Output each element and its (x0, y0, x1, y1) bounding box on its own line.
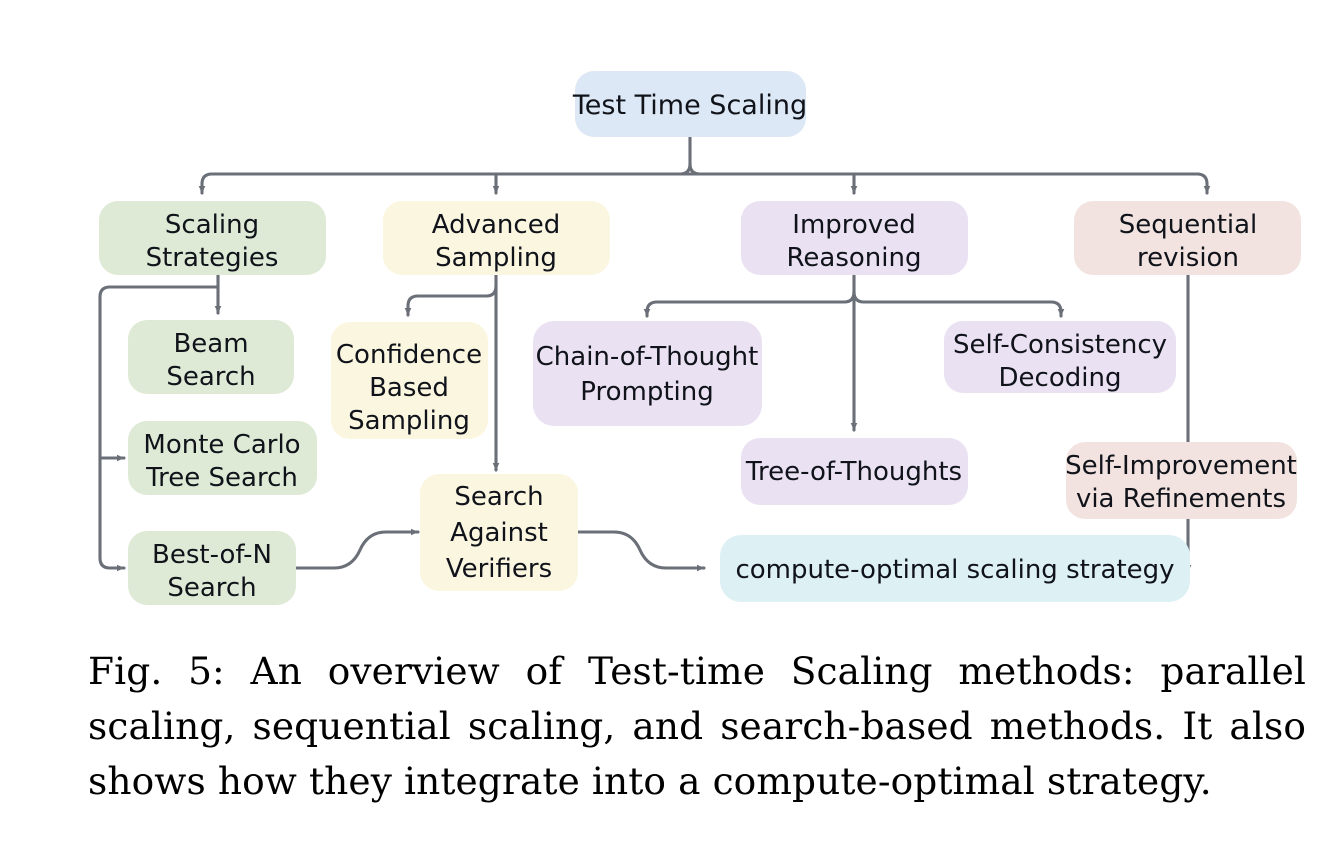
node-search-against-verifiers[interactable]: Search Against Verifiers (420, 474, 578, 591)
node-label-beam-search-line2: Search (166, 362, 255, 392)
node-compute-optimal-scaling-strategy[interactable]: compute-optimal scaling strategy (720, 535, 1190, 602)
node-beam-search[interactable]: Beam Search (128, 320, 294, 394)
node-label-advanced-sampling-line2: Sampling (435, 243, 557, 273)
node-label-confidence-line2: Based (369, 373, 449, 403)
edge-to-self-consistency-decoding (852, 290, 1065, 318)
node-label-confidence-line1: Confidence (336, 340, 482, 370)
node-label-best-of-n-line1: Best-of-N (152, 540, 272, 570)
node-sequential-revision[interactable]: Sequential revision (1074, 201, 1301, 275)
node-label-beam-search-line1: Beam (173, 329, 248, 359)
node-self-improvement-via-refinements[interactable]: Self-Improvement via Refinements (1065, 442, 1297, 519)
connector-group (98, 135, 1211, 574)
node-label-tree-of-thoughts: Tree-of-Thoughts (745, 457, 962, 487)
node-improved-reasoning[interactable]: Improved Reasoning (741, 201, 968, 275)
node-chain-of-thought-prompting[interactable]: Chain-of-Thought Prompting (533, 321, 762, 426)
node-label-improved-reasoning-line1: Improved (792, 210, 915, 240)
node-label-test-time-scaling: Test Time Scaling (572, 90, 807, 121)
node-label-self-improvement-line1: Self-Improvement (1065, 451, 1297, 481)
node-label-compute-optimal: compute-optimal scaling strategy (735, 555, 1174, 585)
edge-to-scaling-strategies (198, 172, 214, 195)
edge-scaling-left-trunk (98, 285, 220, 572)
edge-verifiers-to-outcome (576, 530, 706, 572)
node-advanced-sampling[interactable]: Advanced Sampling (383, 201, 610, 275)
node-label-best-of-n-line2: Search (167, 573, 256, 603)
figure-caption-text: Fig. 5: An overview of Test-time Scaling… (88, 649, 1306, 803)
node-tree-of-thoughts[interactable]: Tree-of-Thoughts (741, 438, 968, 505)
node-label-sequential-revision-line2: revision (1137, 243, 1239, 273)
node-label-sequential-revision-line1: Sequential (1119, 210, 1258, 240)
node-self-consistency-decoding[interactable]: Self-Consistency Decoding (944, 321, 1176, 393)
node-label-self-consistency-line2: Decoding (999, 363, 1122, 393)
node-label-monte-carlo-line1: Monte Carlo (143, 430, 300, 460)
node-label-improved-reasoning-line2: Reasoning (787, 243, 922, 273)
edge-to-sequential-revision (1195, 172, 1211, 195)
node-label-cot-line2: Prompting (580, 377, 713, 407)
node-label-verifiers-line3: Verifiers (446, 554, 552, 584)
node-label-verifiers-line2: Against (450, 518, 548, 548)
edge-to-chain-of-thought-prompting (643, 290, 856, 318)
edge-root-bus-right-corner (688, 162, 702, 176)
node-label-self-consistency-line1: Self-Consistency (953, 330, 1167, 360)
node-label-self-improvement-line2: via Refinements (1076, 484, 1286, 514)
edge-best-of-n-to-verifiers (294, 528, 420, 570)
node-monte-carlo-tree-search[interactable]: Monte Carlo Tree Search (128, 421, 317, 495)
node-test-time-scaling[interactable]: Test Time Scaling (572, 71, 807, 137)
node-label-verifiers-line1: Search (454, 482, 543, 512)
node-label-monte-carlo-line2: Tree Search (145, 463, 298, 493)
node-label-scaling-strategies-line1: Scaling (165, 210, 259, 240)
node-label-confidence-line3: Sampling (348, 406, 470, 436)
edge-to-confidence-based-sampling (404, 284, 498, 317)
node-label-scaling-strategies-line2: Strategies (146, 243, 279, 273)
figure-caption: Fig. 5: An overview of Test-time Scaling… (88, 644, 1306, 809)
node-scaling-strategies[interactable]: Scaling Strategies (99, 201, 326, 275)
node-confidence-based-sampling[interactable]: Confidence Based Sampling (331, 322, 488, 439)
edge-root-bus-left-corner (678, 162, 692, 176)
node-label-cot-line1: Chain-of-Thought (536, 342, 759, 372)
node-best-of-n-search[interactable]: Best-of-N Search (128, 531, 296, 605)
tree-diagram: Test Time Scaling Scaling Strategies Adv… (98, 71, 1301, 605)
node-label-advanced-sampling-line1: Advanced (432, 210, 560, 240)
